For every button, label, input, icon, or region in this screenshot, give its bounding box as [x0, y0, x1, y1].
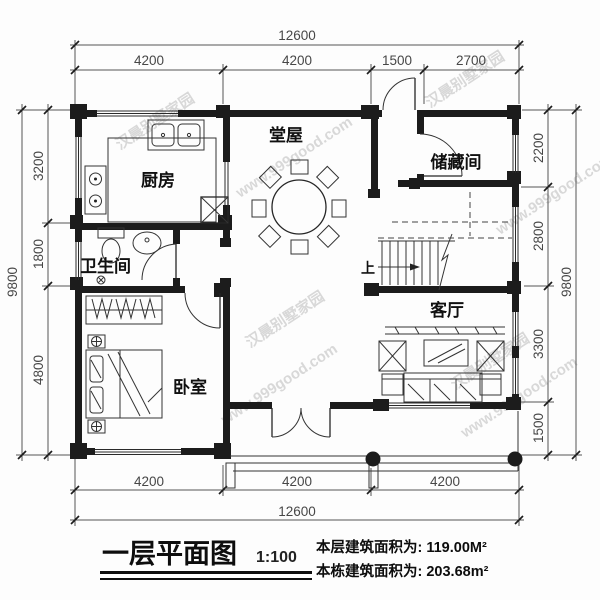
tv-icon	[423, 339, 469, 367]
bedroom-door	[184, 292, 221, 329]
toilet-icon	[97, 227, 125, 264]
dim-right-overall: 9800	[559, 267, 574, 297]
dim-top-overall: 12600	[278, 28, 316, 43]
area-total: 本栋建筑面积为: 203.68m²	[316, 562, 489, 580]
nightstand-icon	[87, 334, 106, 349]
dim-top-seg: 4200	[134, 53, 164, 68]
dim-left-seg: 3200	[31, 151, 46, 181]
window-kitchen-left	[75, 137, 82, 198]
title-underline	[100, 578, 312, 580]
area-this-floor: 本层建筑面积为: 119.00M²	[316, 538, 487, 556]
watermark-text: www.999good.com	[492, 150, 600, 238]
dim-bottom-seg: 4200	[430, 474, 460, 489]
porch-column	[365, 451, 381, 467]
porch	[225, 411, 523, 489]
living-room-furniture	[378, 326, 505, 403]
storage-door	[419, 133, 463, 177]
doors	[141, 77, 463, 438]
title-block: 一层平面图 1:100 本层建筑面积为: 119.00M² 本栋建筑面积为: 2…	[100, 538, 489, 580]
dimension-lines	[16, 40, 582, 526]
bedroom-furniture	[85, 295, 163, 434]
nightstand-icon	[87, 419, 106, 434]
window-stair-right	[512, 207, 519, 262]
window-living-right-2	[512, 358, 519, 394]
bathroom-door	[141, 243, 177, 281]
kitchen-sink-icon	[147, 119, 205, 151]
title-underline	[100, 571, 312, 574]
drawing-title: 一层平面图	[102, 539, 237, 569]
staircase: 上	[361, 192, 512, 291]
washbasin-icon	[132, 231, 162, 255]
dim-left-seg: 1800	[31, 239, 46, 269]
watermark-text: 汉晨别墅家园	[447, 329, 532, 393]
wardrobe-icon	[85, 295, 163, 325]
window-storage-right	[512, 135, 519, 173]
porch-pier	[225, 462, 236, 489]
window-living-bottom	[389, 402, 470, 409]
dim-right-seg: 3300	[531, 329, 546, 359]
flue-shaft-icon	[200, 196, 229, 224]
windows	[75, 110, 519, 455]
armchair-icon	[381, 373, 404, 396]
window-living-right-1	[512, 312, 519, 346]
bed-icon	[85, 349, 163, 419]
tv-wall	[385, 326, 505, 335]
dim-right-seg: 1500	[531, 413, 546, 443]
dim-bottom-seg: 4200	[134, 474, 164, 489]
room-label-bathroom: 卫生间	[80, 256, 131, 276]
armchair-icon	[479, 373, 502, 396]
window-bathroom-left	[75, 242, 82, 280]
dim-right-seg: 2800	[531, 221, 546, 251]
dim-bottom-seg: 4200	[282, 474, 312, 489]
dim-left-seg: 4800	[31, 355, 46, 385]
sofa-icon	[403, 372, 483, 403]
room-label-kitchen: 厨房	[141, 170, 175, 190]
back-door	[382, 77, 416, 111]
dim-left-overall: 9800	[5, 267, 20, 297]
dim-top-seg: 1500	[382, 53, 412, 68]
dining-table-set	[251, 159, 347, 255]
window-kitchen-top	[97, 110, 178, 117]
room-labels: 厨房 堂屋 储藏间 卫生间 客厅 卧室	[80, 125, 482, 397]
stair-up-label: 上	[361, 260, 375, 276]
kitchen-counter	[107, 137, 217, 223]
dim-right-seg: 2200	[531, 133, 546, 163]
dim-top-seg: 2700	[456, 53, 486, 68]
watermark-text: www.999good.com	[217, 340, 341, 428]
stair-up-arrow	[378, 263, 420, 271]
porch-pier	[368, 462, 379, 489]
floor-drain-icon	[96, 275, 106, 285]
room-label-living: 客厅	[429, 300, 464, 320]
walls	[70, 104, 521, 459]
side-table-icon	[378, 340, 407, 372]
window-bedroom-bottom	[95, 449, 181, 455]
bathroom-fixtures	[96, 227, 162, 285]
entry-double-door	[271, 407, 331, 438]
stair-break-line	[438, 233, 453, 291]
dim-top-seg: 4200	[282, 53, 312, 68]
watermark-text: 汉晨别墅家园	[112, 89, 197, 153]
kitchen-fixtures	[84, 119, 229, 224]
room-label-bedroom: 卧室	[173, 377, 207, 397]
watermark-text: 汉晨别墅家园	[242, 287, 327, 351]
porch-column	[507, 451, 523, 467]
dim-bottom-overall: 12600	[278, 504, 316, 519]
room-label-hall: 堂屋	[269, 125, 303, 145]
side-table-icon	[476, 340, 505, 372]
dimension-labels: 12600 4200 4200 1500 2700 9800 3200 1800…	[5, 28, 574, 519]
stove-icon	[84, 165, 107, 215]
drawing-scale: 1:100	[256, 549, 297, 566]
room-label-storage: 储藏间	[431, 152, 482, 172]
